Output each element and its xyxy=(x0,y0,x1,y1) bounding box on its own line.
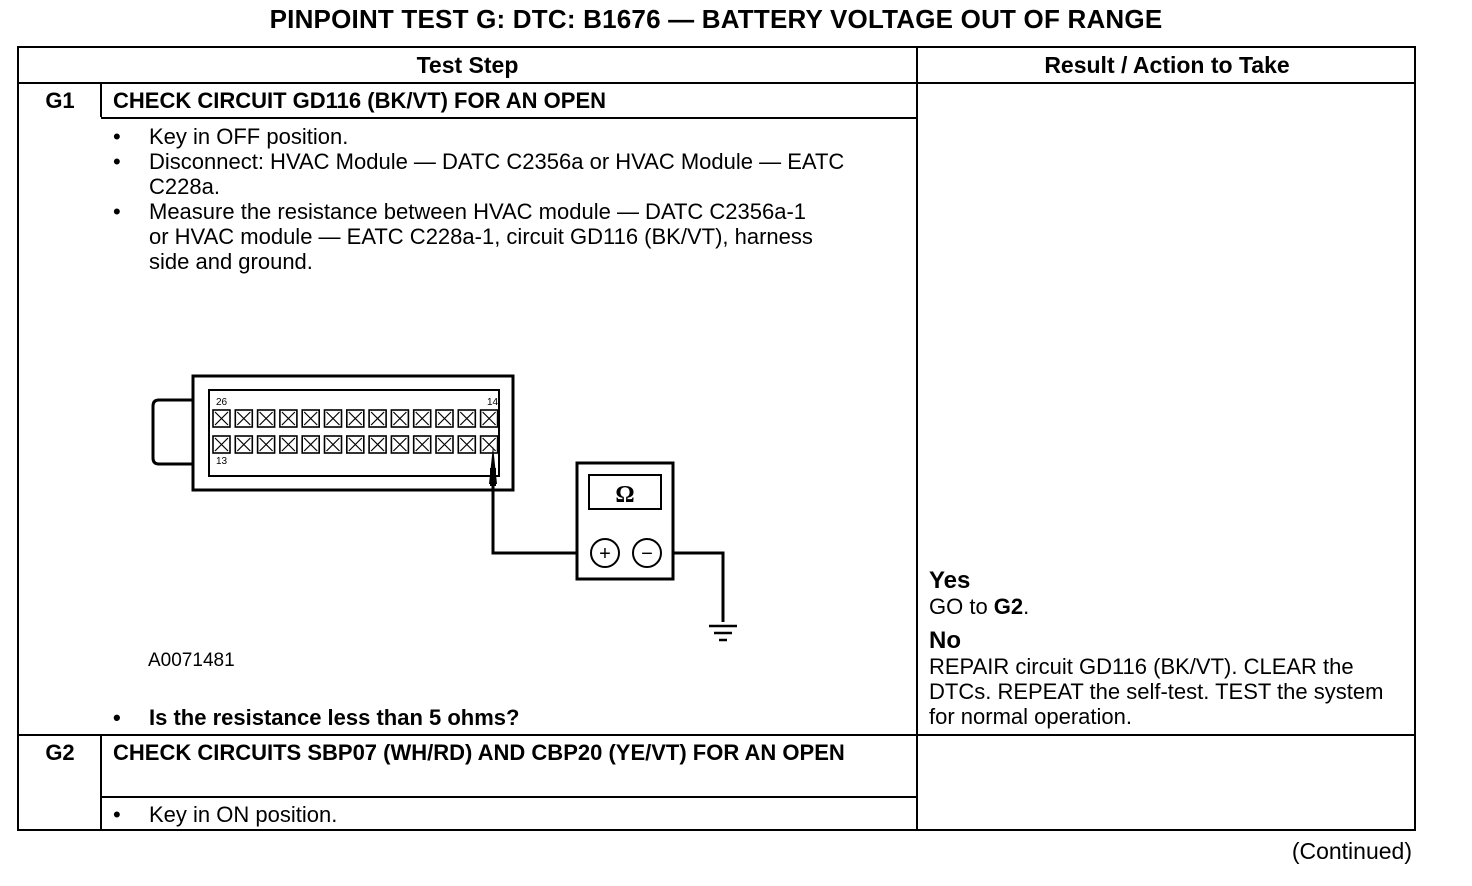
list-item: Measure the resistance between HVAC modu… xyxy=(113,199,873,274)
pin-terminal xyxy=(437,411,452,426)
header-divider xyxy=(17,82,1416,84)
step-id-divider-g2 xyxy=(100,735,102,797)
step-title-g2: CHECK CIRCUITS SBP07 (WH/RD) AND CBP20 (… xyxy=(113,740,845,765)
positive-lead-wire xyxy=(491,486,593,555)
list-item: Disconnect: HVAC Module — DATC C2356a or… xyxy=(113,149,873,199)
header-test-step: Test Step xyxy=(416,52,519,78)
pin-terminal xyxy=(303,437,318,452)
result-no-text: REPAIR circuit GD116 (BK/VT). CLEAR the … xyxy=(929,654,1384,729)
connector-pins xyxy=(212,409,499,454)
figure-id: A0071481 xyxy=(148,650,235,671)
g1-title-divider xyxy=(101,117,917,119)
pin-terminal xyxy=(459,437,474,452)
pin-terminal xyxy=(236,437,251,452)
pinpoint-test-table xyxy=(17,46,1416,831)
pin-terminal xyxy=(482,411,497,426)
g1-result: Yes GO to G2. No REPAIR circuit GD116 (B… xyxy=(929,567,1399,729)
pin-terminal xyxy=(459,411,474,426)
column-divider xyxy=(916,46,918,831)
g1-question: Is the resistance less than 5 ohms? xyxy=(113,705,873,730)
pin-terminal xyxy=(214,437,229,452)
continued-label: (Continued) xyxy=(1291,838,1412,864)
g2-instruction-list: Key in ON position. xyxy=(113,802,873,827)
pin-terminal xyxy=(259,437,274,452)
ground-lead-wire xyxy=(659,551,725,622)
list-item: Key in OFF position. xyxy=(113,124,873,149)
ground-icon xyxy=(709,624,737,642)
result-yes-suffix: . xyxy=(1023,594,1030,619)
pin-terminal xyxy=(370,437,385,452)
pin-terminal xyxy=(415,411,430,426)
result-yes-step-ref: G2 xyxy=(993,594,1024,619)
list-item: Key in ON position. xyxy=(113,802,873,827)
pin-terminal xyxy=(370,411,385,426)
probe-icon xyxy=(489,446,497,486)
page-title: PINPOINT TEST G: DTC: B1676 — BATTERY VO… xyxy=(269,4,1163,34)
result-yes-label: Yes xyxy=(929,567,971,594)
step-id-g2: G2 xyxy=(45,740,75,765)
connector-meter-diagram: 26 14 13 Ω + − xyxy=(151,374,737,642)
plus-terminal-label: + xyxy=(599,543,611,565)
ohm-symbol: Ω xyxy=(615,482,634,508)
header-result: Result / Action to Take xyxy=(1044,52,1290,78)
pin-terminal xyxy=(348,411,363,426)
g1-question-list: Is the resistance less than 5 ohms? xyxy=(113,705,873,730)
step-id-divider-g1 xyxy=(100,83,102,117)
pin-terminal xyxy=(303,411,318,426)
result-yes-text: GO to G2. xyxy=(929,594,1399,619)
pin-terminal xyxy=(392,411,407,426)
minus-terminal-label: − xyxy=(641,543,653,565)
pin-terminal xyxy=(236,411,251,426)
pin-label-14: 14 xyxy=(487,397,499,408)
pin-terminal xyxy=(281,411,296,426)
connector-icon xyxy=(151,374,515,492)
pin-terminal xyxy=(415,437,430,452)
pin-label-26: 26 xyxy=(216,397,228,408)
pin-terminal xyxy=(281,437,296,452)
pin-terminal xyxy=(348,437,363,452)
pin-terminal xyxy=(214,411,229,426)
result-no-label: No xyxy=(929,627,961,654)
pin-terminal xyxy=(326,437,340,452)
g2-title-divider xyxy=(101,796,917,798)
result-yes-prefix: GO to xyxy=(929,594,994,619)
g1-instruction-list: Key in OFF position. Disconnect: HVAC Mo… xyxy=(113,124,873,274)
pin-terminal xyxy=(326,411,340,426)
step-id-g1: G1 xyxy=(45,88,75,113)
pin-terminal xyxy=(482,437,497,452)
step-title-g1: CHECK CIRCUIT GD116 (BK/VT) FOR AN OPEN xyxy=(113,88,607,113)
g2-row-divider xyxy=(17,734,1416,736)
pin-terminal xyxy=(392,437,407,452)
ohmmeter-icon xyxy=(575,461,675,581)
pin-terminal xyxy=(259,411,274,426)
pin-terminal xyxy=(437,437,452,452)
g2-body-left-border xyxy=(100,797,102,831)
pin-label-13: 13 xyxy=(216,456,228,467)
